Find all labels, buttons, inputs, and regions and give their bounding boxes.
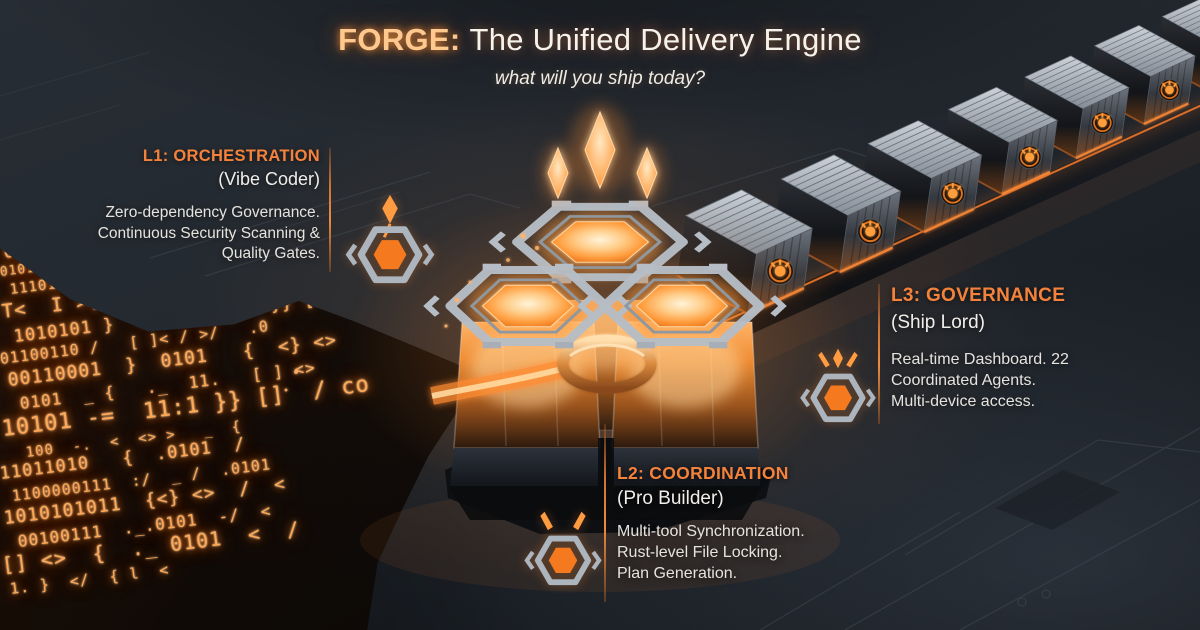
ember-sparks [284, 233, 539, 392]
l1-subtitle: (Vibe Coder) [218, 169, 320, 189]
callout-l1-orchestration: L1: ORCHESTRATION (Vibe Coder) Zero-depe… [10, 147, 320, 265]
title-brand: FORGE: [338, 22, 461, 57]
l2-body-line: Plan Generation. [617, 564, 738, 582]
l2-divider [604, 424, 606, 602]
l2-title: L2: COORDINATION [617, 463, 789, 483]
forge-hex-cluster [284, 190, 860, 592]
forge-badge-tri-spark-icon [800, 348, 876, 423]
l3-body-line: Real-time Dashboard. 22 [891, 351, 1069, 368]
l1-title: L1: ORCHESTRATION [142, 147, 320, 165]
l3-body-line: Multi-device access. [891, 393, 1036, 411]
l2-subtitle: (Pro Builder) [617, 488, 724, 509]
l1-body-line: Quality Gates. [221, 245, 320, 263]
l1-body-line: Continuous Security Scanning & [97, 224, 320, 242]
l3-title: L3: GOVERNANCE [891, 285, 1066, 306]
callout-l2-coordination: L2: COORDINATION (Pro Builder) Multi-too… [617, 463, 907, 584]
page-title: FORGE: The Unified Delivery Engine [0, 22, 1200, 58]
forge-badge-flame-icon [345, 194, 435, 284]
forge-badge-twin-spark-icon [524, 511, 602, 586]
l3-body-line: Coordinated Agents. [891, 372, 1036, 390]
floor-circuit-lines [0, 51, 1200, 630]
floor-inset-panel [995, 470, 1120, 530]
l2-body-line: Rust-level File Locking. [617, 543, 783, 561]
l1-body-line: Zero-dependency Governance. [105, 204, 320, 221]
title-rest: The Unified Delivery Engine [469, 22, 862, 57]
callout-l3-governance: L3: GOVERNANCE (Ship Lord) Real-time Das… [891, 285, 1181, 412]
l2-body-line: Multi-tool Synchronization. [617, 523, 805, 540]
hero-header: FORGE: The Unified Delivery Engine what … [0, 22, 1200, 90]
l3-subtitle: (Ship Lord) [891, 312, 985, 333]
l3-divider [878, 284, 880, 424]
floating-diamonds [540, 104, 665, 203]
tagline: what will you ship today? [494, 68, 706, 89]
l1-divider [329, 148, 331, 272]
